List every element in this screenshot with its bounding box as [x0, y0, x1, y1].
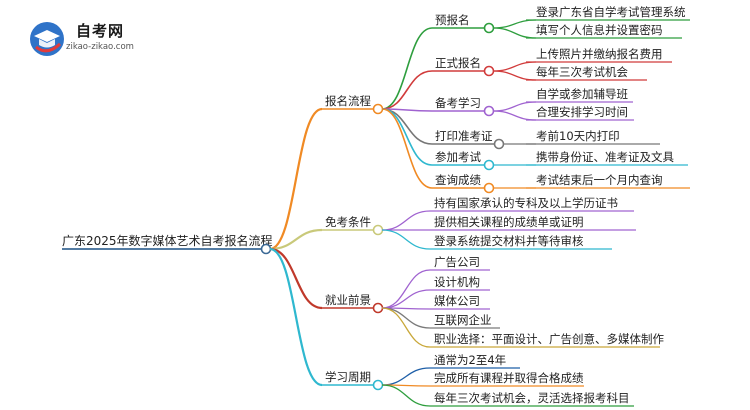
- subtopic-node: [483, 159, 495, 171]
- logo-title: 自考网: [76, 22, 125, 40]
- subtopic-connector: [381, 108, 433, 189]
- leaf-connector: [381, 307, 431, 348]
- leaf-connector: [492, 27, 537, 39]
- leaf-item: 互联网企业: [434, 313, 492, 327]
- root-node: [260, 243, 272, 255]
- leaf-connector: [492, 19, 537, 29]
- leaf-item: 携带身份证、准考证及文具: [536, 150, 674, 164]
- leaf-item: 媒体公司: [434, 294, 480, 308]
- leaf-item: 每年三次考试机会: [536, 65, 628, 79]
- leaf-connector: [492, 101, 537, 112]
- branch-node: [372, 103, 384, 115]
- leaf-item: 职业选择：平面设计、广告创意、多媒体制作: [434, 332, 664, 346]
- leaf-item: 设计机构: [434, 275, 480, 289]
- subtopic: 打印准考证: [435, 129, 493, 143]
- leaf-item: 持有国家承认的专科及以上学历证书: [434, 196, 618, 210]
- leaf-item: 每年三次考试机会，灵活选择报考科目: [434, 391, 630, 405]
- branch-topic: 免考条件: [325, 215, 371, 229]
- subtopic-node: [483, 105, 495, 117]
- leaf-item: 上传照片并缴纳报名费用: [536, 47, 663, 61]
- leaf-item: 考前10天内打印: [536, 129, 620, 143]
- leaf-item: 提供相关课程的成绩单或证明: [434, 215, 584, 229]
- branch-node: [372, 302, 384, 314]
- leaf-item: 登录广东省自学考试管理系统: [536, 5, 686, 19]
- leaf-connector: [381, 307, 431, 329]
- subtopic: 查询成绩: [435, 173, 481, 187]
- leaf-connector: [381, 367, 431, 386]
- leaf-item: 完成所有课程并取得合格成绩: [434, 371, 584, 385]
- leaf-item: 登录系统提交材料并等待审核: [434, 234, 584, 248]
- subtopic-node: [483, 65, 495, 77]
- branch-node: [372, 224, 384, 236]
- leaf-item: 通常为2至4年: [434, 353, 506, 367]
- branch-topic: 学习周期: [325, 370, 371, 384]
- subtopic: 预报名: [435, 13, 470, 27]
- branch-topic: 就业前景: [325, 293, 371, 307]
- subtopic-connector: [381, 27, 433, 110]
- subtopic-connector: [381, 70, 433, 110]
- branch-topic: 报名流程: [325, 94, 371, 108]
- subtopic: 备考学习: [435, 96, 481, 110]
- leaf-item: 填写个人信息并设置密码: [536, 23, 663, 37]
- leaf-connector: [492, 110, 537, 121]
- branch-connector: [269, 247, 323, 310]
- leaf-connector: [492, 61, 537, 72]
- logo-url: zikao-zikao.com: [66, 42, 134, 52]
- subtopic-node: [483, 182, 495, 194]
- branch-connector: [269, 107, 323, 251]
- logo-graduation-cap-icon: [30, 22, 64, 56]
- leaf-connector: [381, 210, 431, 231]
- leaf-item: 合理安排学习时间: [536, 105, 628, 119]
- branch-connector: [269, 247, 323, 387]
- subtopic: 参加考试: [435, 150, 481, 164]
- leaf-connector: [381, 384, 431, 407]
- subtopic-node: [493, 138, 505, 150]
- leaf-item: 考试结束后一个月内查询: [536, 173, 663, 187]
- subtopic-node: [483, 22, 495, 34]
- leaf-connector: [381, 269, 431, 309]
- leaf-connector: [492, 70, 537, 81]
- leaf-connector: [381, 229, 431, 250]
- branch-node: [372, 379, 384, 391]
- leaf-item: 广告公司: [434, 255, 480, 269]
- root-topic: 广东2025年数字媒体艺术自考报名流程: [62, 233, 273, 248]
- subtopic-connector: [381, 108, 433, 166]
- leaf-item: 自学或参加辅导班: [536, 87, 628, 101]
- subtopic: 正式报名: [435, 56, 481, 70]
- leaf-connector: [381, 289, 431, 309]
- branch-connector: [269, 228, 323, 251]
